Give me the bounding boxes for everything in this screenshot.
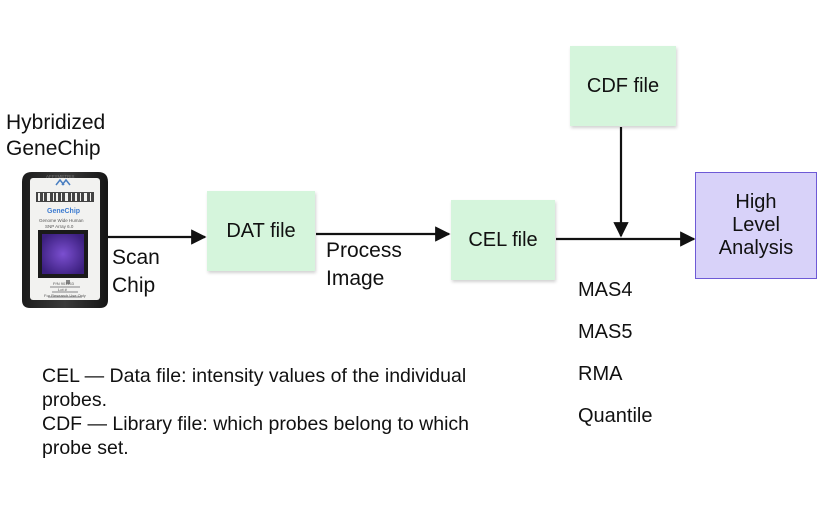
chip-brand-text: GeneChip (47, 208, 81, 215)
chip-fine-print-2: SNP Array 6.0 (45, 224, 74, 229)
node-cdf-file-label: CDF file (586, 74, 660, 97)
edge-label-image: Image (326, 267, 385, 290)
node-cel-file-label: CEL file (468, 228, 538, 251)
note-cdf-line-1: CDF — Library file: which probes belong … (42, 413, 470, 435)
chip-fine-print-4: Lot # (58, 287, 67, 292)
method-item: Quantile (578, 405, 653, 427)
node-cel-file: CEL file (451, 200, 555, 280)
source-label-line-1: Hybridized (6, 111, 106, 134)
node-dat-file: DAT file (207, 191, 315, 271)
node-analysis-line-3: Analysis (718, 237, 794, 259)
node-analysis-line-2: Level (732, 214, 780, 236)
note-cel-line-2: probes. (42, 389, 108, 411)
method-item: MAS4 (578, 279, 633, 301)
chip-fine-print-5: For Research Use Only (44, 293, 86, 298)
edge-label-process: Process (326, 239, 402, 262)
edge-label-scan: Scan (112, 246, 160, 269)
method-item: RMA (578, 363, 623, 385)
note-cel-line-1: CEL — Data file: intensity values of the… (42, 365, 467, 387)
note-cdf-line-2: probe set. (42, 437, 129, 459)
source-label-line-2: GeneChip (6, 137, 101, 160)
notes: CEL — Data file: intensity values of the… (42, 364, 469, 460)
methods-list: MAS4 MAS5 RMA Quantile (578, 276, 653, 444)
edge-label-scan-chip: Scan Chip (112, 244, 160, 300)
chip-fine-print-1: Genome Wide Human (39, 218, 84, 223)
chip-logo-text: AFFYMETRIX (46, 174, 75, 179)
node-dat-file-label: DAT file (226, 219, 296, 242)
edge-label-process-image: Process Image (326, 237, 402, 293)
edge-label-chip: Chip (112, 274, 156, 297)
node-cdf-file: CDF file (570, 46, 676, 126)
source-label: Hybridized GeneChip (6, 110, 105, 162)
chip-fine-print-3: P/N 901153 (53, 281, 74, 286)
node-analysis-line-1: High (735, 191, 777, 213)
barcode-graphic (38, 193, 91, 201)
node-analysis-label: High Level Analysis (719, 191, 793, 260)
node-high-level-analysis: High Level Analysis (695, 172, 817, 279)
method-item: MAS5 (578, 321, 633, 343)
genechip-image (22, 172, 108, 308)
